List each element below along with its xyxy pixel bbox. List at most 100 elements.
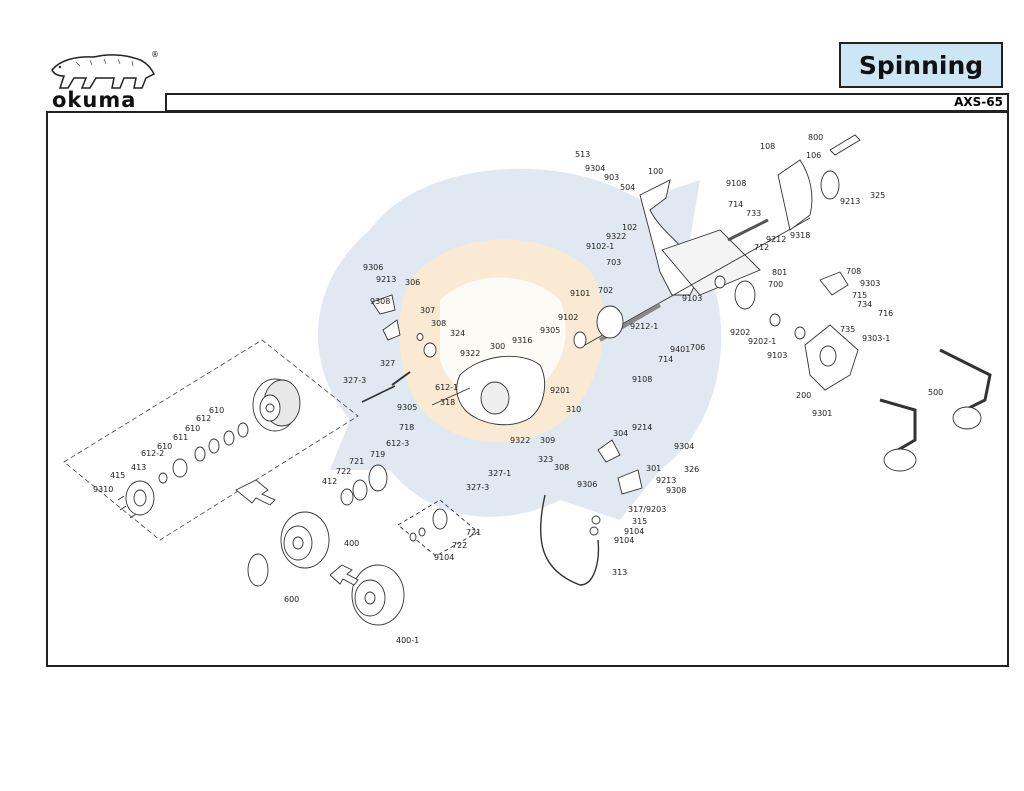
part-label-p400: 400 <box>344 539 359 548</box>
part-label-p327_1: 327-1 <box>488 469 511 478</box>
part-label-p612_1: 612-1 <box>435 383 458 392</box>
part-label-p9322b: 9322 <box>460 349 480 358</box>
part-label-p9213a: 9213 <box>840 197 860 206</box>
part-label-p9202b: 9202-1 <box>748 337 776 346</box>
part-label-p309: 309 <box>540 436 555 445</box>
part-label-p9310: 9310 <box>93 485 113 494</box>
part-label-p708: 708 <box>846 267 861 276</box>
part-label-p714a: 714 <box>728 200 743 209</box>
part-label-p9322c: 9322 <box>510 436 530 445</box>
part-label-p9213b: 9213 <box>376 275 396 284</box>
part-label-p300: 300 <box>490 342 505 351</box>
bear-logo-icon <box>51 54 156 89</box>
part-label-p308b: 308 <box>554 463 569 472</box>
part-label-p9308b: 9308 <box>666 486 686 495</box>
part-label-p610b: 610 <box>185 424 200 433</box>
part-label-p702: 702 <box>598 286 613 295</box>
part-label-p313: 313 <box>612 568 627 577</box>
part-label-p712: 712 <box>754 243 769 252</box>
part-label-p610a: 610 <box>209 406 224 415</box>
part-label-p719: 719 <box>370 450 385 459</box>
registered-mark: ® <box>151 50 159 59</box>
part-label-p315: 315 <box>632 517 647 526</box>
part-label-p9104b: 9104 <box>614 536 634 545</box>
part-label-p700: 700 <box>768 280 783 289</box>
part-label-p306: 306 <box>405 278 420 287</box>
part-label-p325: 325 <box>870 191 885 200</box>
part-label-p703: 703 <box>606 258 621 267</box>
part-label-p9102a: 9102-1 <box>586 242 614 251</box>
part-label-p903: 903 <box>604 173 619 182</box>
part-label-p327_3a: 327-3 <box>343 376 366 385</box>
part-label-p9212b: 9212-1 <box>630 322 658 331</box>
part-label-p715: 715 <box>852 291 867 300</box>
brand-name: okuma <box>52 88 137 112</box>
part-label-p612a: 612 <box>196 414 211 423</box>
part-label-p400_1: 400-1 <box>396 636 419 645</box>
part-label-p722b: 722 <box>452 541 467 550</box>
part-label-p612_2: 612-2 <box>141 449 164 458</box>
part-label-p734: 734 <box>857 300 872 309</box>
part-label-p722a: 722 <box>336 467 351 476</box>
part-label-p326: 326 <box>684 465 699 474</box>
part-label-p9103b: 9103 <box>767 351 787 360</box>
part-label-p301: 301 <box>646 464 661 473</box>
part-label-p9102b: 9102 <box>558 313 578 322</box>
fish-watermark-icon <box>317 168 722 520</box>
part-label-p500: 500 <box>928 388 943 397</box>
part-label-p9303b: 9303-1 <box>862 334 890 343</box>
part-label-p612_3: 612-3 <box>386 439 409 448</box>
part-label-p327: 327 <box>380 359 395 368</box>
part-label-p100: 100 <box>648 167 663 176</box>
part-label-p610c: 610 <box>157 442 172 451</box>
part-label-p9306a: 9306 <box>363 263 383 272</box>
part-label-p415: 415 <box>110 471 125 480</box>
part-label-p504: 504 <box>620 183 635 192</box>
part-label-p9201: 9201 <box>550 386 570 395</box>
part-label-p9108b: 9108 <box>632 375 652 384</box>
part-label-p9202a: 9202 <box>730 328 750 337</box>
part-label-p9308a: 9308 <box>370 297 390 306</box>
part-label-p9101: 9101 <box>570 289 590 298</box>
part-label-p600: 600 <box>284 595 299 604</box>
part-label-p9303a: 9303 <box>860 279 880 288</box>
part-label-p9305a: 9305 <box>540 326 560 335</box>
part-label-p714b: 714 <box>658 355 673 364</box>
part-label-p9322a: 9322 <box>606 232 626 241</box>
part-label-p304: 304 <box>613 429 628 438</box>
part-label-p310: 310 <box>566 405 581 414</box>
part-label-p721a: 721 <box>349 457 364 466</box>
part-label-p9212a: 9212 <box>766 235 786 244</box>
part-label-p9108a: 9108 <box>726 179 746 188</box>
part-label-p308a: 308 <box>431 319 446 328</box>
part-label-p106: 106 <box>806 151 821 160</box>
part-label-p721b: 721 <box>466 528 481 537</box>
part-label-p9304b: 9304 <box>674 442 694 451</box>
part-label-p327_3b: 327-3 <box>466 483 489 492</box>
part-label-p200: 200 <box>796 391 811 400</box>
part-label-p307: 307 <box>420 306 435 315</box>
part-label-p801: 801 <box>772 268 787 277</box>
part-label-p9306b: 9306 <box>577 480 597 489</box>
part-label-p9304a: 9304 <box>585 164 605 173</box>
part-label-p9316: 9316 <box>512 336 532 345</box>
part-label-p513: 513 <box>575 150 590 159</box>
part-label-p800: 800 <box>808 133 823 142</box>
part-label-p611: 611 <box>173 433 188 442</box>
model-number: AXS-65 <box>954 95 1003 109</box>
part-label-p9214: 9214 <box>632 423 652 432</box>
part-label-p324: 324 <box>450 329 465 338</box>
part-label-p706: 706 <box>690 343 705 352</box>
category-title: Spinning <box>839 42 1003 88</box>
part-label-p733: 733 <box>746 209 761 218</box>
part-label-p9305b: 9305 <box>397 403 417 412</box>
part-label-p412: 412 <box>322 477 337 486</box>
part-label-p323: 323 <box>538 455 553 464</box>
part-label-p9104c: 9104 <box>434 553 454 562</box>
part-label-p9301: 9301 <box>812 409 832 418</box>
part-label-p735: 735 <box>840 325 855 334</box>
part-label-p9103a: 9103 <box>682 294 702 303</box>
part-label-p317: 317/9203 <box>628 505 666 514</box>
part-label-p718: 718 <box>399 423 414 432</box>
